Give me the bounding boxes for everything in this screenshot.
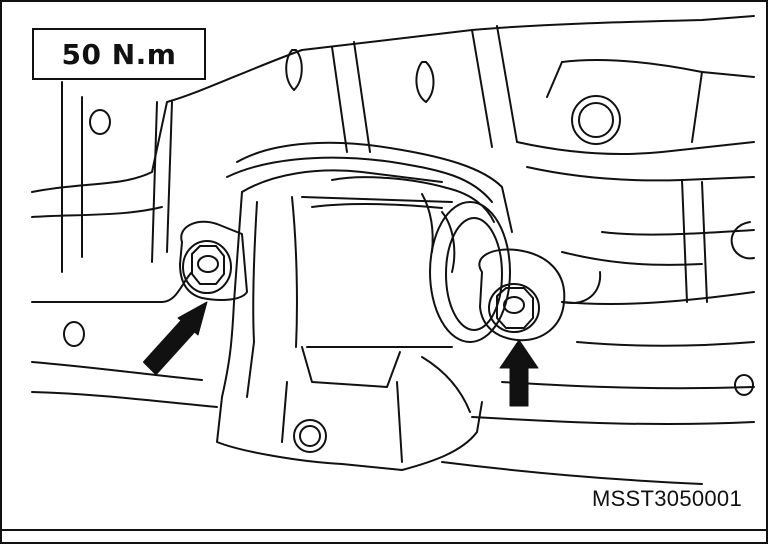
left-bolt [179,220,248,301]
bottom-strip [2,531,766,542]
right-bolt-arrow [499,339,539,407]
figure-code: MSST3050001 [591,486,742,511]
subframe-panel [31,15,755,485]
mount-bracket [216,141,513,471]
bottom-divider [2,529,766,531]
rubber-bushing [301,176,511,348]
right-bolt [478,248,602,342]
torque-spec-label: 50 N.m [32,28,206,80]
left-bolt-arrow [143,301,208,375]
subframe-holes [63,49,755,396]
